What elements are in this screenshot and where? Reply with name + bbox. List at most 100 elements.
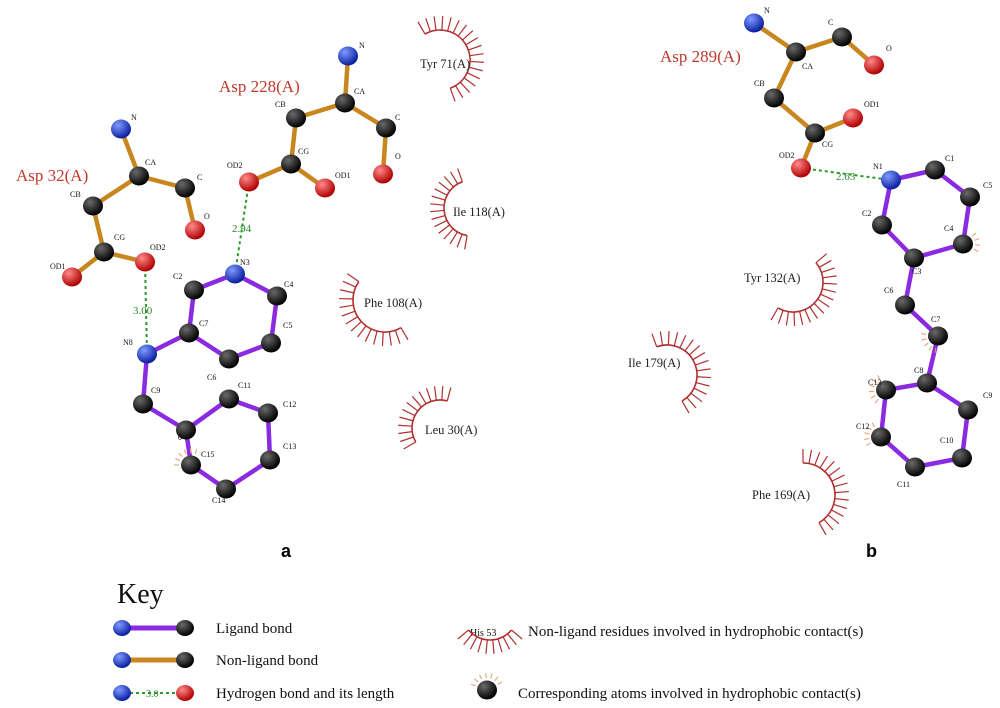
oxygen-atom	[373, 164, 393, 184]
carbon-atom	[958, 400, 978, 420]
hydrophobic-arc-tick	[364, 328, 372, 342]
hydrophobic-contact-tick	[921, 333, 927, 335]
hydrophobic-arc-tick	[434, 188, 448, 196]
atom-label: CB	[275, 100, 286, 109]
carbon-atom	[261, 333, 281, 353]
hydrophobic-arc-tick	[798, 311, 804, 326]
hydrophobic-arc-tick	[449, 87, 456, 102]
atom-label: C4	[944, 224, 953, 233]
hydrophobic-arc-tick	[820, 293, 834, 301]
hydrophobic-contact-tick	[971, 232, 977, 237]
nitrogen-atom	[881, 170, 901, 190]
hydrophobic-arc	[467, 629, 513, 641]
carbon-atom	[876, 380, 896, 400]
oxygen-atom-sample	[176, 685, 194, 701]
atom-label: O	[886, 44, 892, 53]
atom-label: C6	[207, 373, 216, 382]
oxygen-atom	[135, 252, 155, 272]
carbon-atom	[176, 420, 196, 440]
hydrophobic-arc-tick	[822, 288, 836, 293]
hydrophobic-contact-tick	[470, 683, 476, 687]
hydrophobic-arc-tick	[357, 325, 367, 338]
hydrophobic-arc-tick	[681, 400, 690, 414]
carbon-atom	[764, 88, 784, 108]
oxygen-atom	[864, 55, 884, 75]
hydrophobic-arc-tick	[834, 490, 849, 494]
hydrophobic-arc-tick	[804, 309, 811, 323]
carbon-atom	[286, 108, 306, 128]
hydrophobic-arc-tick	[693, 387, 707, 395]
carbon-atom	[133, 394, 153, 414]
hydrophobic-contact-tick	[869, 390, 875, 393]
hydrophobic-arc	[352, 281, 402, 333]
hydrophobic-arc-tick	[449, 231, 458, 245]
hydrophobic-arc	[411, 399, 448, 443]
hydrophobic-arc-tick	[696, 376, 711, 379]
hydrophobic-contact-tick	[934, 347, 937, 353]
hydrophobic-arc-tick	[692, 352, 706, 361]
hydrophobic-contact-tick	[973, 248, 979, 252]
hydrophobic-arc-tick	[346, 273, 360, 283]
legend-ligand-bond: Ligand bond	[113, 620, 293, 637]
hydrophobic-arc-tick	[339, 304, 354, 309]
arc-tyr71	[417, 16, 484, 102]
hydrophobic-arc-tick	[417, 21, 426, 35]
carbon-atom	[129, 166, 149, 186]
hydrophobic-arc-tick	[695, 382, 710, 387]
atom-label: C2	[173, 272, 182, 281]
hydrophobic-arc-tick	[381, 331, 384, 346]
hydrophobic-arc-tick	[492, 639, 495, 654]
legend-corresponding-atoms: Corresponding atoms involved in hydropho…	[470, 673, 861, 702]
legend-nonligand-bond: Non-ligand bond	[113, 652, 319, 669]
hydrophobic-arc-tick	[817, 298, 830, 308]
hydrophobic-arc-tick	[686, 397, 697, 409]
nitrogen-atom-sample	[113, 620, 131, 636]
hydrophobic-arc-tick	[463, 633, 473, 646]
panel-label-b: b	[866, 541, 877, 561]
hydrophobic-arc-tick	[433, 386, 437, 401]
carbon-atom	[960, 187, 980, 207]
carbon-atom	[871, 427, 891, 447]
atom-label: C11	[897, 480, 910, 489]
atom-label: CA	[145, 158, 156, 167]
hydrophobic-arc-tick	[430, 203, 445, 206]
hydrophobic-arc-tick	[466, 72, 481, 80]
hydrophobic-arc-tick	[822, 282, 837, 285]
hydrophobic-arc-tick	[433, 16, 437, 31]
atom-label: N1	[873, 162, 883, 171]
nitrogen-atom	[744, 13, 764, 33]
hydrophobic-arc-tick	[438, 181, 451, 192]
carbon-atom	[179, 323, 199, 343]
atom-label: 0	[178, 433, 182, 442]
carbon-atom	[953, 234, 973, 254]
atom-label: C13	[868, 378, 881, 387]
carbon-atom	[832, 27, 852, 47]
hydrophobic-arc-tick	[667, 331, 670, 346]
hydrophobic-contact-tick	[872, 379, 877, 384]
hydrophobic-contact-tick	[866, 442, 871, 446]
hydrophobic-contact-tick	[497, 681, 503, 685]
hydrophobic-arc-sample	[457, 629, 523, 654]
hydrophobic-arc-tick	[438, 224, 451, 234]
atoms-layer	[62, 13, 980, 499]
key-arc	[457, 629, 523, 654]
hydrophobic-arc	[777, 262, 824, 313]
legend-nonligand-residues-label: Non-ligand residues involved in hydropho…	[528, 624, 863, 640]
atom-label: C5	[283, 321, 292, 330]
hydrophobic-arc-tick	[502, 636, 511, 650]
hydrophobic-arc-tick	[815, 253, 828, 264]
hydrophobic-arc-tick	[818, 259, 832, 268]
hydrophobic-contact-tick	[874, 398, 879, 404]
carbon-atom	[805, 123, 825, 143]
hydrophobic-arc-tick	[679, 334, 687, 349]
carbon-atom	[219, 349, 239, 369]
carbon-atom	[904, 248, 924, 268]
atom-label: C3	[912, 267, 921, 276]
atom-label: C	[828, 18, 833, 27]
hydrophobic-arc-tick	[822, 275, 837, 279]
hydrophobic-arc-tick	[659, 331, 664, 346]
labels-layer: Asp 32(A) Asp 228(A) Asp 289(A) Tyr 71(A…	[16, 6, 992, 561]
atom-label: O	[395, 152, 401, 161]
hydrophobic-contact-tick	[175, 458, 181, 461]
